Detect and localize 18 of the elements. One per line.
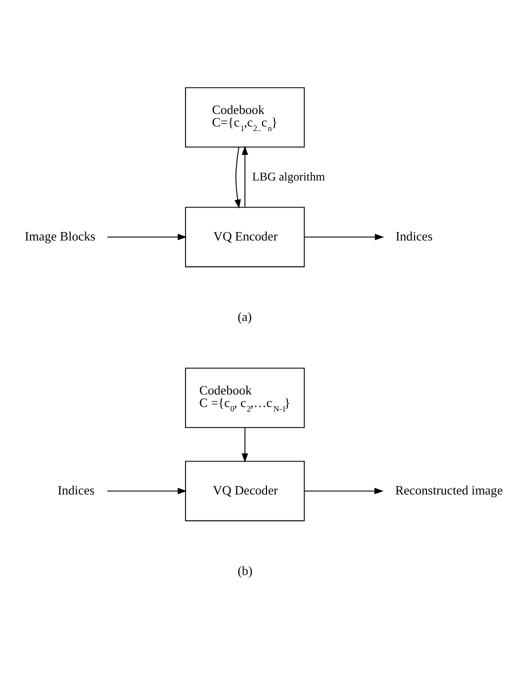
arrow xyxy=(106,488,187,494)
node-box: Codebook C={c$_{1}$,c$_{2..}$c$_{n}$} xyxy=(185,87,305,148)
arrow xyxy=(304,488,384,494)
node-text: Indices xyxy=(58,483,95,498)
arrow xyxy=(234,146,241,209)
node-box: VQ Encoder xyxy=(185,206,305,268)
arrow xyxy=(106,234,187,240)
arrow xyxy=(242,146,248,208)
node-text: Image Blocks xyxy=(24,229,96,244)
edge-label: LBG algorithm xyxy=(252,169,326,184)
arrow xyxy=(304,234,384,240)
label: (b) xyxy=(238,564,253,578)
node-box: VQ Decoder xyxy=(185,460,305,522)
arrow xyxy=(242,427,248,462)
node-text: Reconstructed image xyxy=(395,483,503,498)
label: (a) xyxy=(238,310,252,324)
node-text: Indices xyxy=(396,229,433,244)
node-box: Codebook C ={c$_{0}$, c$_{2}$,…c$_{N-1}$} xyxy=(185,368,305,428)
